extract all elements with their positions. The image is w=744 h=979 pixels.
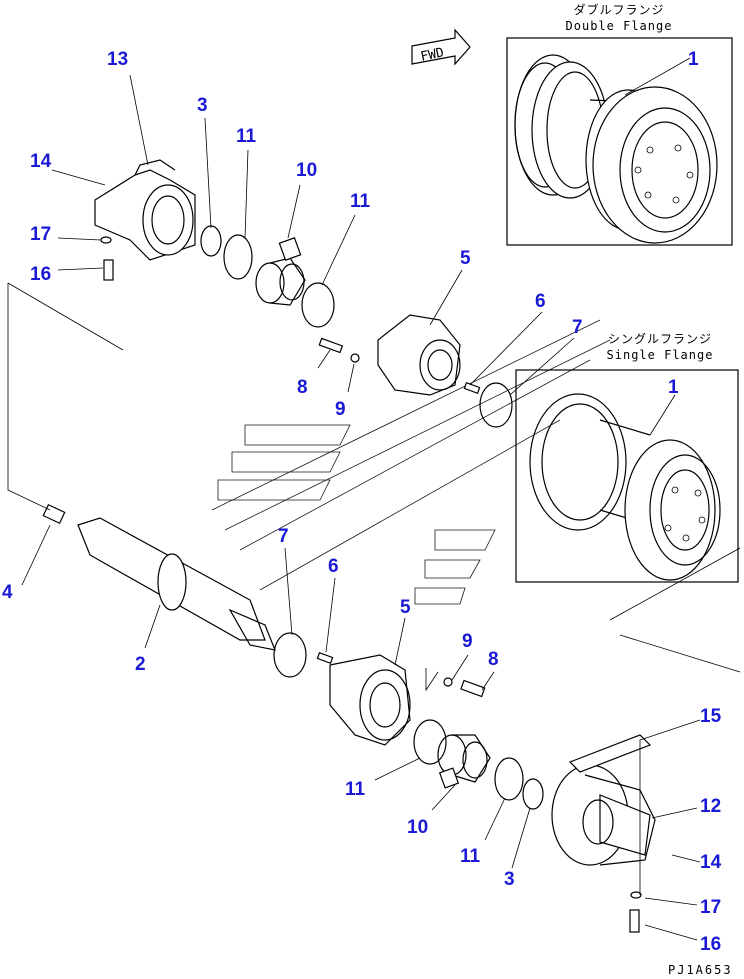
callout-11-upper-a: 11 [236, 126, 257, 147]
fasteners [100, 236, 642, 933]
watermark [211, 319, 611, 605]
callout-8-upper: 8 [297, 377, 308, 398]
callout-6-lower: 6 [328, 556, 339, 577]
callout-17-upper: 17 [30, 224, 51, 245]
callout-8-lower: 8 [488, 649, 499, 670]
callout-1-single: 1 [668, 377, 679, 398]
floating-seal-upper [255, 237, 306, 306]
shaft [77, 517, 276, 651]
o-rings [200, 225, 544, 810]
end-collar-upper [94, 159, 196, 261]
callout-11-lower-b: 11 [460, 846, 481, 867]
callout-2: 2 [135, 654, 146, 675]
forward-marker-text: FWD [419, 45, 445, 65]
callouts: 1 1 2 3 3 4 5 5 6 6 7 7 8 8 9 9 10 10 11… [2, 49, 722, 955]
bushing-lower [329, 654, 411, 746]
callout-7-upper: 7 [572, 317, 583, 338]
end-collar-lower [551, 764, 656, 866]
floating-seal-lower [437, 734, 491, 789]
callout-3-lower: 3 [504, 869, 515, 890]
callout-17-lower: 17 [700, 897, 721, 918]
forward-arrow: FWD [411, 28, 471, 66]
single-flange-roller [529, 393, 721, 581]
callout-9-upper: 9 [335, 399, 346, 420]
callout-3-upper: 3 [197, 95, 208, 116]
callout-1-double: 1 [688, 49, 699, 70]
callout-14-lower: 14 [700, 852, 722, 873]
callout-13: 13 [107, 49, 128, 70]
double-flange-roller [514, 54, 718, 244]
callout-15: 15 [700, 706, 722, 727]
callout-7-lower: 7 [278, 526, 289, 547]
callout-11-lower-a: 11 [345, 779, 366, 800]
double-flange-caption-jp: ダブルフランジ [573, 2, 664, 17]
drawing-code: PJ1A653 [668, 963, 733, 977]
callout-10-lower: 10 [407, 817, 428, 838]
callout-14-upper: 14 [30, 151, 52, 172]
callout-12: 12 [700, 796, 721, 817]
callout-16-lower: 16 [700, 934, 721, 955]
double-flange-panel: ダブルフランジ Double Flange [506, 2, 733, 246]
double-flange-caption-en: Double Flange [566, 19, 673, 33]
single-flange-caption-en: Single Flange [607, 348, 714, 362]
callout-6-upper: 6 [535, 291, 546, 312]
callout-11-upper-b: 11 [350, 191, 371, 212]
plug [42, 503, 66, 525]
callout-9-lower: 9 [462, 631, 473, 652]
callout-4: 4 [2, 582, 13, 603]
bushing-upper [377, 314, 461, 396]
leader-lines [7, 57, 741, 941]
callout-5-upper: 5 [460, 248, 471, 269]
callout-16-upper: 16 [30, 264, 51, 285]
single-flange-caption-jp: シングルフランジ [608, 332, 712, 346]
single-flange-panel: シングルフランジ Single Flange [515, 332, 739, 583]
callout-5-lower: 5 [400, 597, 411, 618]
callout-10-upper: 10 [296, 160, 317, 181]
retainer-plate [568, 734, 652, 773]
